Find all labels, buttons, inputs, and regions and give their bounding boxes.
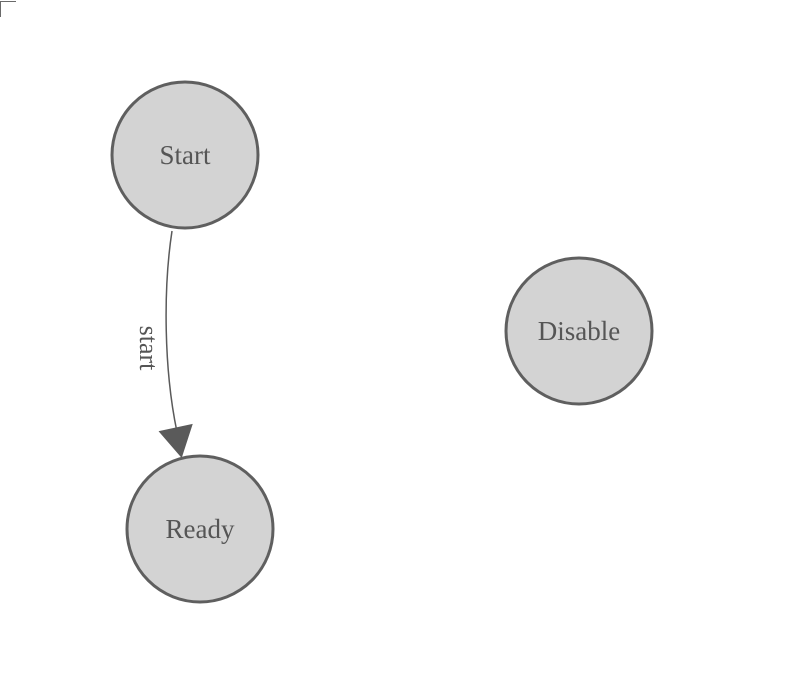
edge-start-ready[interactable]: start bbox=[134, 230, 193, 458]
node-start[interactable]: Start bbox=[110, 80, 260, 230]
node-circle[interactable] bbox=[504, 256, 654, 406]
edge-line[interactable] bbox=[165, 230, 178, 433]
node-ready[interactable]: Ready bbox=[125, 454, 275, 604]
node-circle[interactable] bbox=[110, 80, 260, 230]
node-label[interactable]: Ready bbox=[166, 514, 235, 544]
node-disable[interactable]: Disable bbox=[504, 256, 654, 406]
arrowhead-icon bbox=[158, 423, 193, 458]
node-label[interactable]: Disable bbox=[538, 316, 620, 346]
node-circle[interactable] bbox=[125, 454, 275, 604]
edge-label[interactable]: start bbox=[134, 326, 163, 372]
node-label[interactable]: Start bbox=[160, 140, 211, 170]
